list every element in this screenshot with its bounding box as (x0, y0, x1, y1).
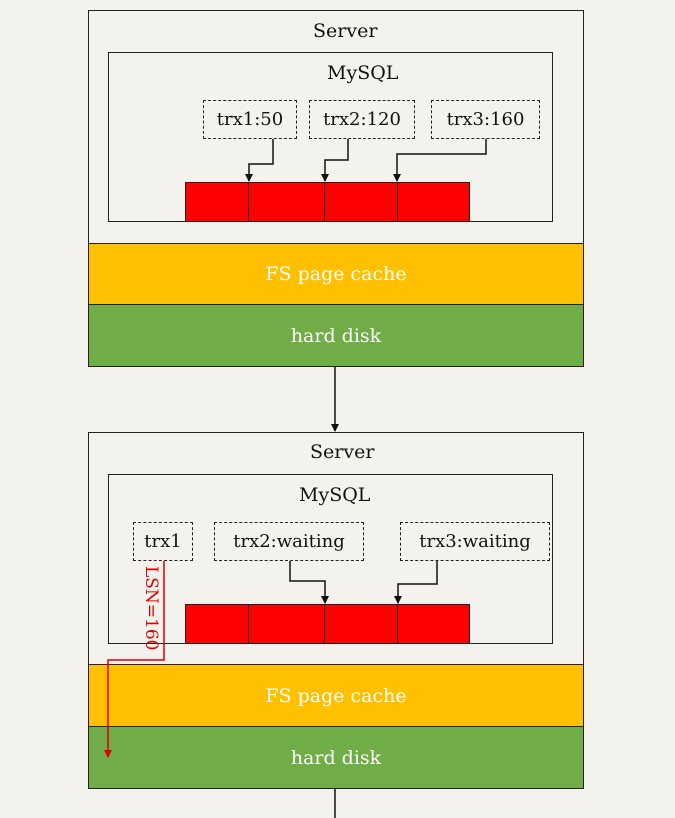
trx3-box-bottom: trx3:waiting (400, 522, 550, 561)
buffer-divider (324, 183, 325, 221)
buffer-divider (397, 605, 398, 643)
server-label-bottom: Server (310, 441, 375, 463)
log-buffer-top (185, 182, 470, 222)
buffer-divider (248, 605, 249, 643)
buffer-divider (397, 183, 398, 221)
buffer-divider (324, 605, 325, 643)
trx3-box-top: trx3:160 (431, 100, 540, 139)
fs-page-cache-bottom: FS page cache (88, 664, 584, 727)
trx2-box-top: trx2:120 (309, 100, 415, 139)
mysql-label-top: MySQL (327, 62, 399, 84)
mysql-label-bottom: MySQL (299, 484, 371, 506)
buffer-divider (248, 183, 249, 221)
lsn-label: LSN=160 (141, 566, 161, 651)
hard-disk-top: hard disk (88, 304, 584, 367)
log-buffer-bottom (185, 604, 470, 644)
fs-page-cache-top: FS page cache (88, 243, 584, 305)
trx1-box-bottom: trx1 (133, 522, 193, 561)
server-label-top: Server (313, 20, 378, 42)
trx1-box-top: trx1:50 (203, 100, 297, 139)
hard-disk-bottom: hard disk (88, 726, 584, 789)
trx2-box-bottom: trx2:waiting (214, 522, 364, 561)
